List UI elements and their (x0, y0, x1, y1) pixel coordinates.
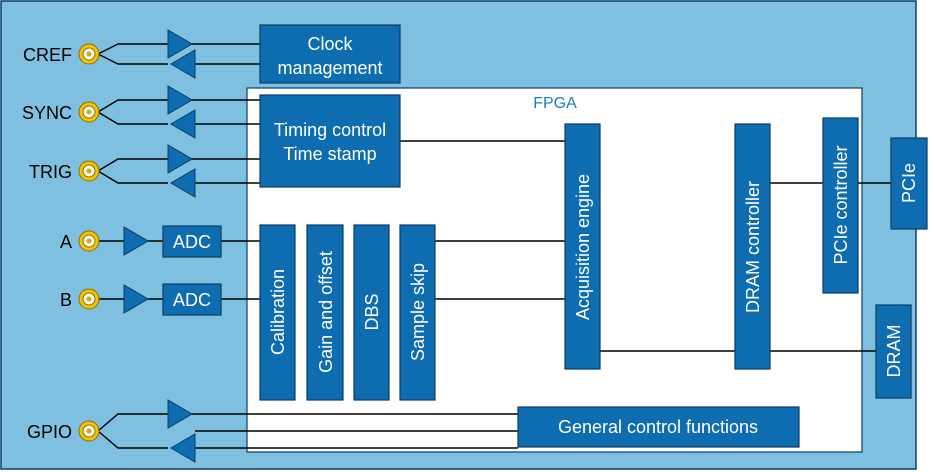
calibration-label: Calibration (268, 269, 288, 355)
adc-a-label: ADC (173, 232, 211, 252)
sync-amp-in-icon (167, 85, 193, 115)
dram-label: DRAM (884, 325, 904, 378)
dbs-block: DBS (353, 224, 390, 401)
timing-control-line1: Timing control (274, 120, 386, 140)
trig-connector-icon (78, 160, 100, 182)
dram-block: DRAM (875, 304, 912, 399)
pcie-controller-label: PCIe controller (831, 145, 851, 264)
sample-skip-block: Sample skip (399, 224, 436, 401)
clock-management-line1: Clock (307, 34, 353, 54)
adc-a-block: ADC (162, 225, 222, 258)
calibration-block: Calibration (259, 224, 296, 401)
a-connector-icon (78, 230, 100, 252)
dram-controller-block: DRAM controller (734, 123, 771, 370)
a-label: A (60, 232, 72, 252)
general-control-label: General control functions (558, 417, 758, 437)
sync-label: SYNC (22, 103, 72, 123)
sync-amp-out-icon (170, 109, 196, 139)
trig-label: TRIG (29, 162, 72, 182)
adc-b-block: ADC (162, 283, 222, 316)
gain-offset-block: Gain and offset (306, 224, 344, 401)
gpio-label: GPIO (27, 422, 72, 442)
acquisition-engine-block: Acquisition engine (564, 123, 601, 370)
pcie-block: PCIe (890, 137, 928, 230)
pcie-controller-block: PCIe controller (822, 117, 859, 294)
wires (97, 43, 891, 449)
pcie-label: PCIe (899, 163, 919, 203)
trig-amp-out-icon (170, 168, 196, 198)
gpio-amp-in-icon (167, 399, 193, 429)
b-label: B (60, 290, 72, 310)
dbs-label: DBS (362, 293, 382, 330)
general-control-block: General control functions (517, 406, 800, 448)
sample-skip-label: Sample skip (408, 263, 428, 361)
trig-amp-in-icon (167, 144, 193, 174)
adc-b-label: ADC (173, 290, 211, 310)
timing-control-block: Timing control Time stamp (259, 94, 401, 188)
fpga-label: FPGA (533, 95, 577, 112)
connectors (78, 43, 100, 442)
sync-connector-icon (78, 101, 100, 123)
clock-management-block: Clock management (259, 24, 401, 84)
gain-offset-label: Gain and offset (316, 251, 336, 373)
gpio-amp-out-icon (170, 433, 196, 463)
a-amp-icon (123, 226, 149, 256)
cref-amp-out-icon (170, 49, 196, 79)
cref-connector-icon (78, 43, 100, 65)
clock-management-line2: management (277, 58, 382, 78)
b-amp-icon (123, 284, 149, 314)
amplifiers (123, 29, 196, 463)
dram-controller-label: DRAM controller (743, 181, 763, 313)
timing-control-line2: Time stamp (283, 144, 376, 164)
cref-label: CREF (23, 45, 72, 65)
acquisition-engine-label: Acquisition engine (573, 174, 593, 320)
gpio-connector-icon (78, 420, 100, 442)
b-connector-icon (78, 288, 100, 310)
cref-amp-in-icon (167, 29, 193, 59)
